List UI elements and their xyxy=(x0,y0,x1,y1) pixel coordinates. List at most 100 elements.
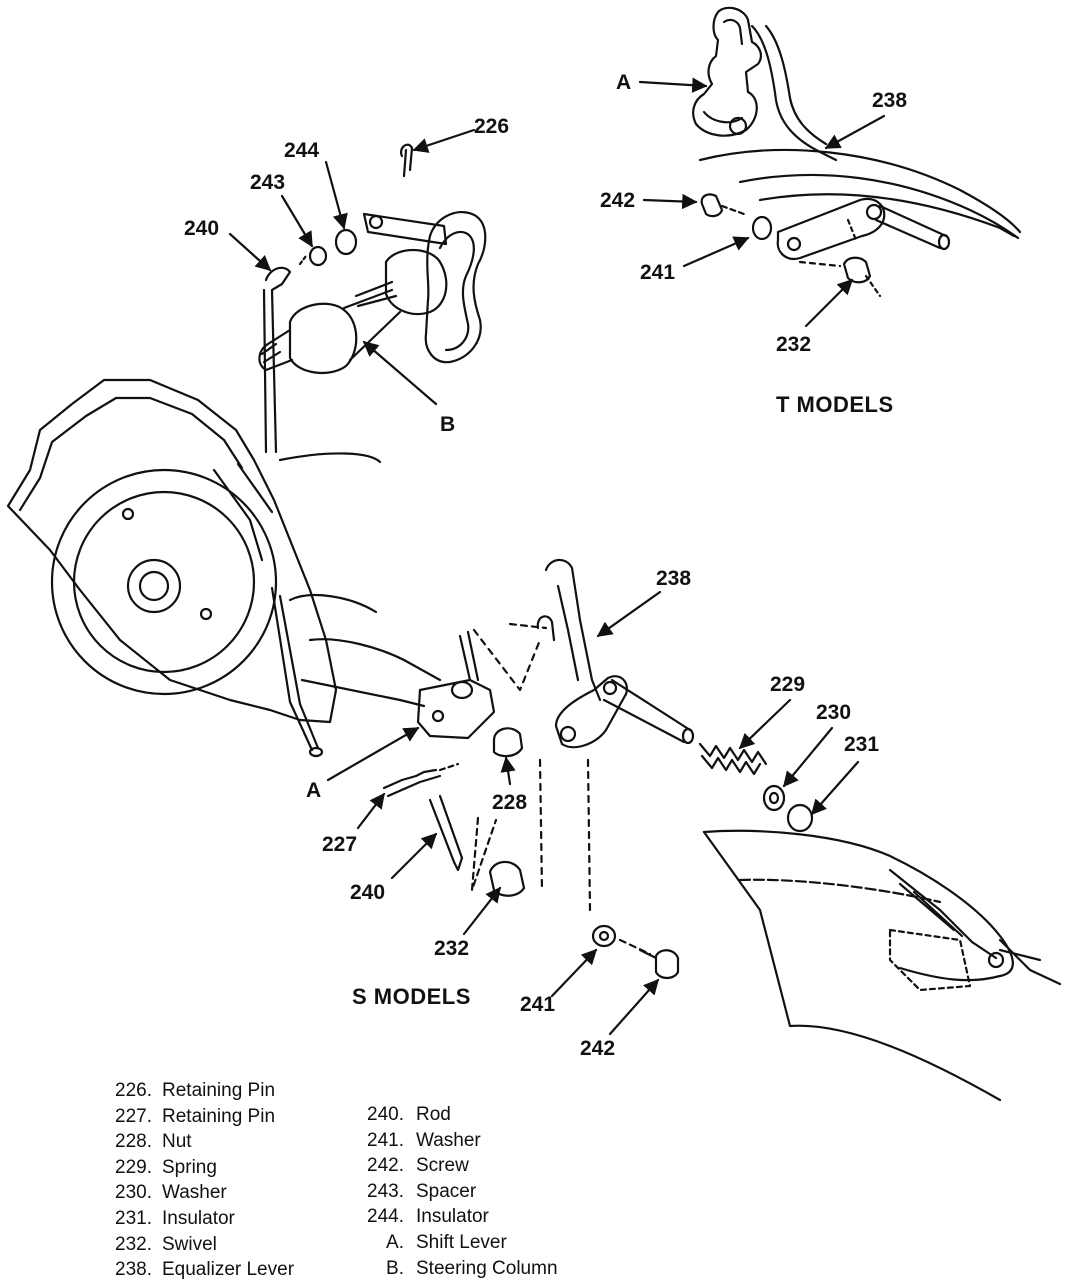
legend-row: 238. Equalizer Lever xyxy=(0,1259,1072,1283)
legend-label: Insulator xyxy=(416,1206,489,1228)
legend-label: Insulator xyxy=(162,1208,235,1229)
t-equalizer-rod xyxy=(750,24,838,162)
insulator-244 xyxy=(334,228,358,256)
legend-row: 232. Swivel xyxy=(0,1234,1072,1258)
t-models-title: T MODELS xyxy=(776,392,894,417)
legend-label: Washer xyxy=(416,1129,481,1151)
column-housing xyxy=(288,302,358,374)
rod-240-top xyxy=(264,266,292,454)
legend-number: 242. xyxy=(367,1155,404,1177)
legend-row: A. Shift Lever xyxy=(0,1232,1072,1256)
legend-row: 229.Spring xyxy=(0,1157,1072,1181)
retaining-pin-227 xyxy=(382,768,442,798)
s-models-title: S MODELS xyxy=(352,984,471,1009)
legend-label: Screw xyxy=(416,1155,469,1177)
t-screw xyxy=(700,193,724,218)
callout-s-shift-lever: A xyxy=(306,779,322,802)
legend-label: Spacer xyxy=(416,1180,477,1202)
legend-number: 230. xyxy=(115,1182,152,1204)
legend-row: 227. Retaining Pin xyxy=(0,1106,1072,1130)
torque-converter-outer xyxy=(50,468,278,696)
legend-number: 231. xyxy=(115,1208,152,1229)
legend-number: 238. xyxy=(115,1259,152,1281)
legend-number: 240. xyxy=(367,1104,404,1125)
washer-241 xyxy=(591,924,617,948)
callout-t-232: 232 xyxy=(776,333,812,356)
callout-t-shift-lever: A xyxy=(616,71,632,94)
callout-t-242: 242 xyxy=(600,189,636,212)
steering-column-illustration xyxy=(228,128,487,454)
callout-228: 228 xyxy=(492,791,528,814)
callout-t-238: 238 xyxy=(872,89,908,112)
vehicle-panel-illustration xyxy=(702,829,1062,1102)
legend-number: 228. xyxy=(115,1131,152,1153)
legend-label: Equalizer Lever xyxy=(162,1259,295,1281)
t-equalizer-lever xyxy=(776,197,886,260)
rod-240-lower xyxy=(270,586,320,752)
callout-226: 226 xyxy=(474,115,510,138)
s-lever-plate xyxy=(554,675,628,749)
legend-row: 244. Insulator xyxy=(0,1206,1072,1230)
legend-number: 244. xyxy=(367,1206,404,1228)
callout-s-242: 242 xyxy=(580,1037,616,1060)
legend-number: A. xyxy=(386,1232,404,1253)
legend-row: 242. Screw xyxy=(0,1155,1072,1179)
t-washer xyxy=(751,215,773,241)
t-cable-upper xyxy=(698,148,1022,234)
s-equalizer-lever xyxy=(544,558,602,702)
callout-steering-column: B xyxy=(440,413,456,436)
callout-229: 229 xyxy=(770,673,806,696)
legend-label: Swivel xyxy=(162,1233,217,1255)
t-lever-bolt xyxy=(728,116,748,136)
s-models-illustration xyxy=(326,558,860,1036)
callout-s-232: 232 xyxy=(434,937,470,960)
transmission-illustration xyxy=(6,378,442,758)
t-shift-lever-bracket xyxy=(692,6,762,137)
callout-244: 244 xyxy=(284,139,320,162)
bellhousing-outline xyxy=(6,378,338,724)
t-models-illustration xyxy=(638,6,1022,328)
legend-number: 227. xyxy=(115,1105,152,1127)
column-plate xyxy=(362,212,448,246)
callout-243: 243 xyxy=(250,171,286,194)
legend-label: Nut xyxy=(162,1131,192,1153)
rod-240-s xyxy=(428,794,464,864)
retaining-pin-226 xyxy=(400,143,414,178)
legend-label: Retaining Pin xyxy=(162,1105,276,1127)
legend-label: Rod xyxy=(416,1104,451,1125)
legend-number: 241. xyxy=(367,1129,404,1151)
callout-227: 227 xyxy=(322,833,358,856)
legend-number: B. xyxy=(386,1257,404,1279)
legend-row: 226. Retaining Pin xyxy=(0,1080,1072,1104)
column-bracket xyxy=(424,211,487,364)
spacer-243 xyxy=(308,245,328,267)
callout-240-top: 240 xyxy=(184,217,220,240)
panel-outline xyxy=(702,830,1002,1102)
legend-number: 243. xyxy=(367,1180,404,1202)
legend-number: 232. xyxy=(115,1233,152,1255)
nut-228 xyxy=(492,727,524,758)
s-shift-lever-bracket xyxy=(416,678,496,740)
callout-230: 230 xyxy=(816,701,852,724)
spring-229 xyxy=(698,742,768,766)
screw-242 xyxy=(654,949,680,980)
callout-s-241: 241 xyxy=(520,993,556,1016)
panel-top-edge xyxy=(702,829,1014,982)
legend-number: 226. xyxy=(115,1080,152,1101)
legend-row: 231. Insulator xyxy=(0,1208,1072,1232)
legend-row: 230.Washer xyxy=(0,1182,1072,1206)
legend-row: B.Steering Column xyxy=(0,1258,1072,1282)
legend-label: Shift Lever xyxy=(416,1232,507,1253)
callout-231: 231 xyxy=(844,733,880,756)
callout-s-240: 240 xyxy=(350,881,386,904)
legend-row: 240. Rod xyxy=(0,1104,1072,1128)
legend-label: Retaining Pin xyxy=(162,1080,276,1101)
washer-230 xyxy=(762,784,786,812)
callout-t-241: 241 xyxy=(640,261,676,284)
legend-label: Spring xyxy=(162,1156,217,1178)
legend-row: 243. Spacer xyxy=(0,1181,1072,1205)
legend-row: 241. Washer xyxy=(0,1130,1072,1154)
